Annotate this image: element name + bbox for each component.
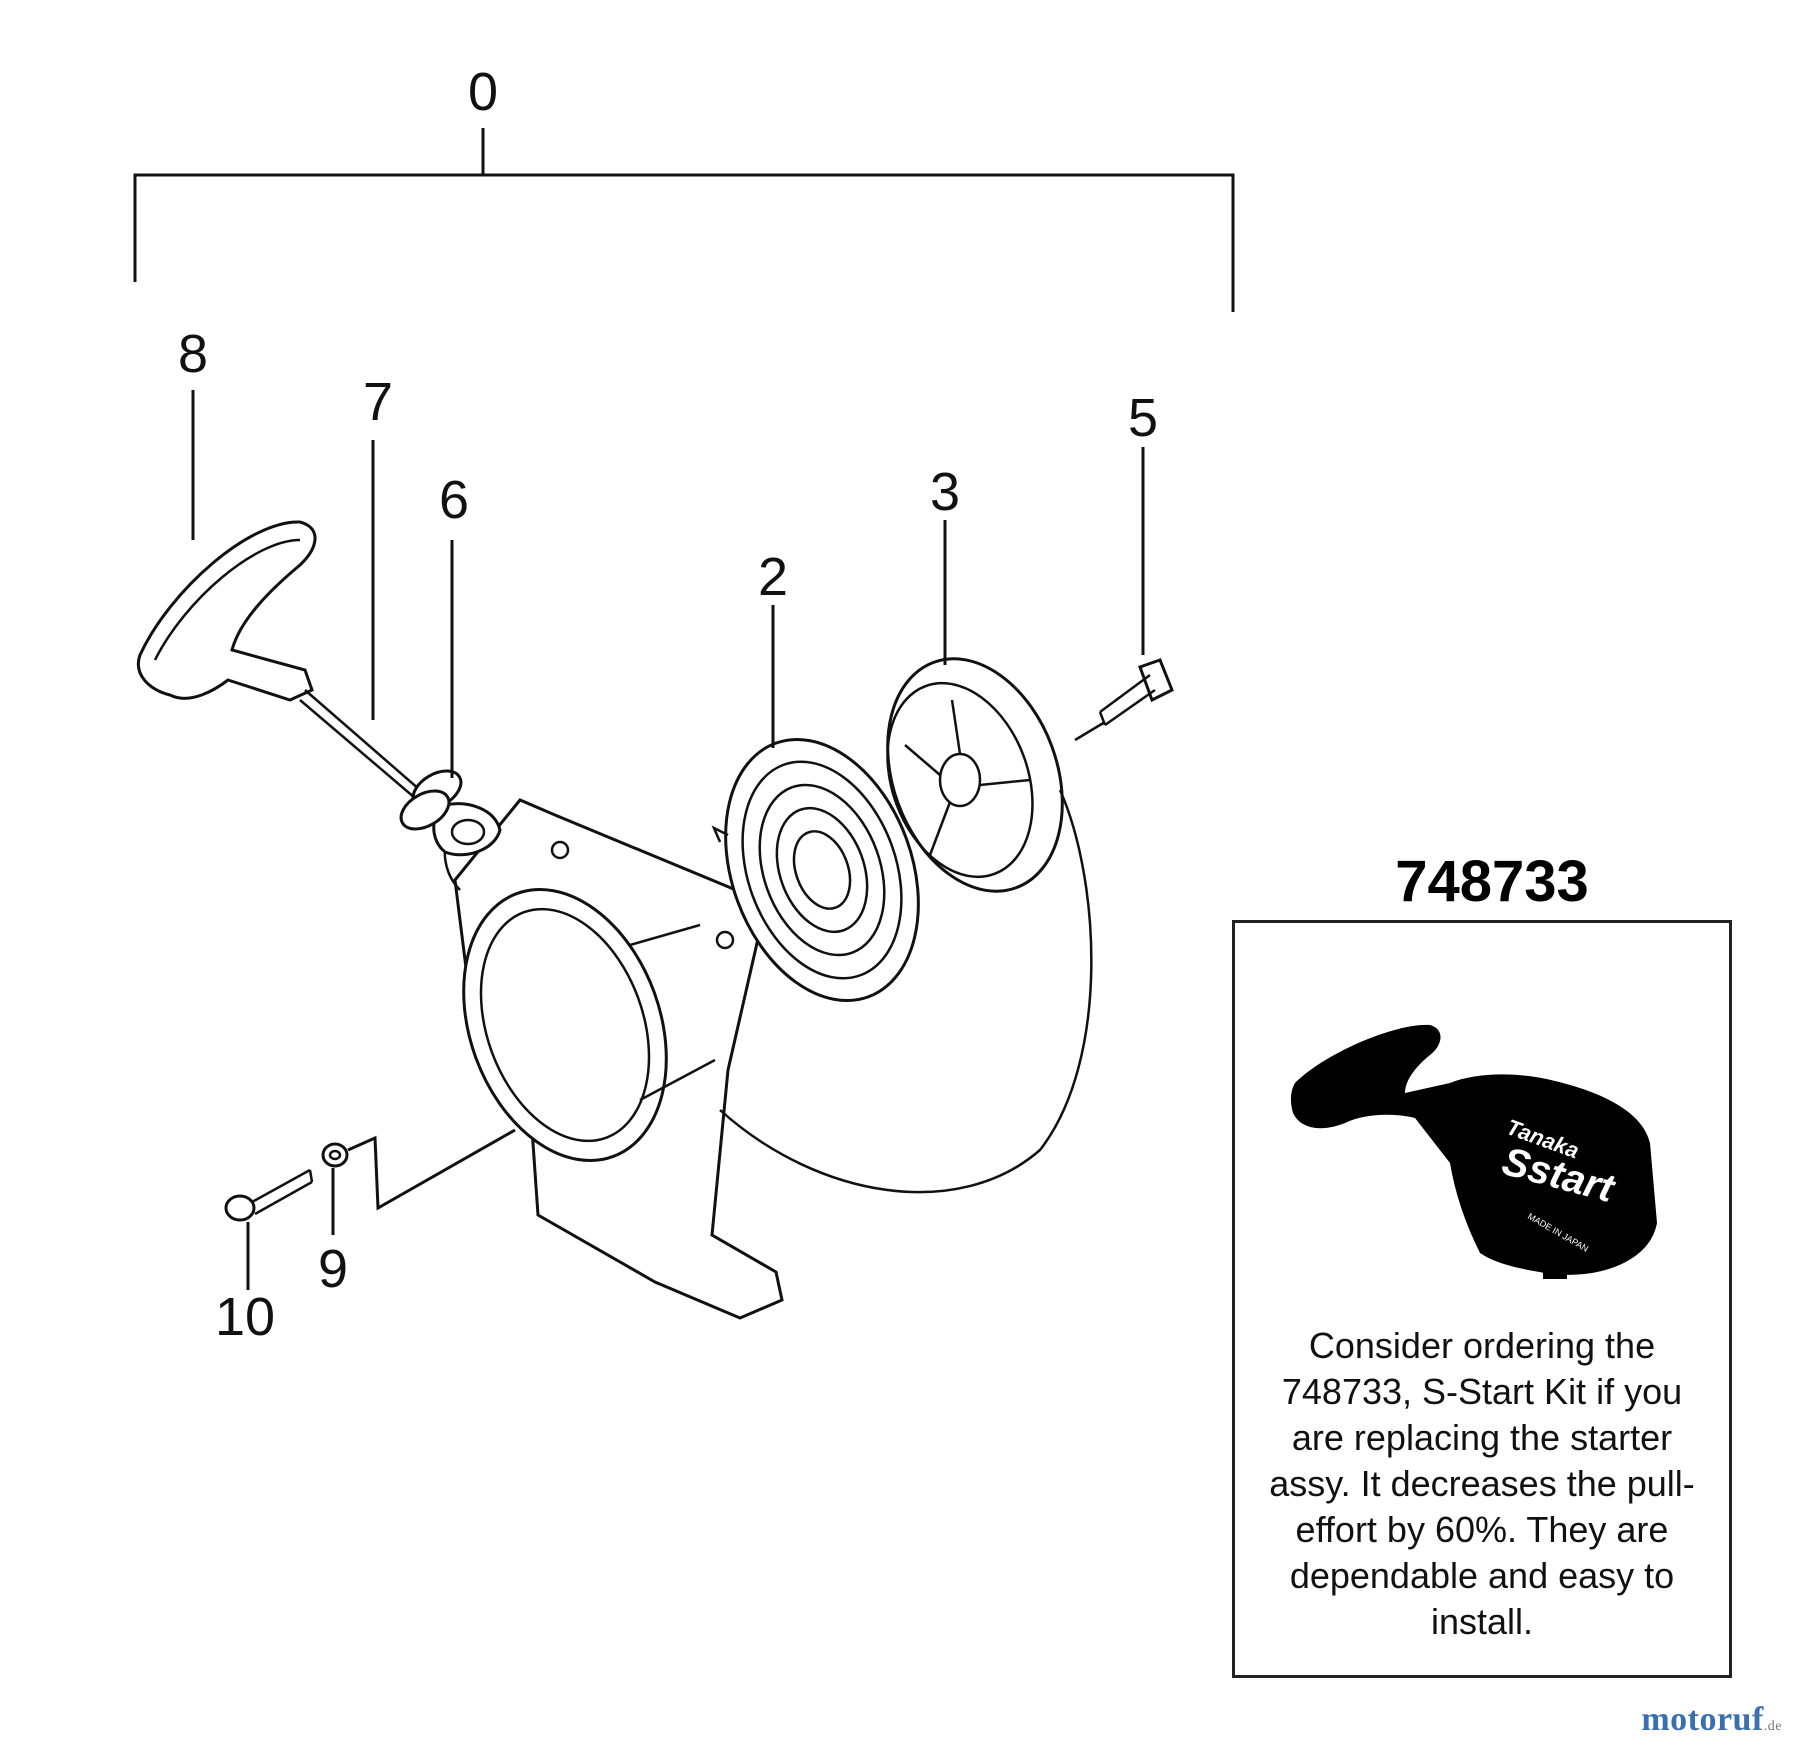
watermark-suffix: .de — [1763, 1719, 1782, 1734]
callout-7: 7 — [363, 372, 393, 432]
kit-info-box: Tanaka Sstart MADE IN JAPAN Consider ord… — [1232, 920, 1732, 1678]
s-start-kit-photo: Tanaka Sstart MADE IN JAPAN — [1290, 1024, 1657, 1279]
callout-0: 0 — [468, 62, 498, 122]
callout-6: 6 — [439, 470, 469, 530]
kit-description: Consider ordering the 748733, S-Start Ki… — [1269, 1325, 1695, 1642]
recoil-spring — [711, 737, 920, 1003]
watermark-name: motoruf — [1641, 1701, 1764, 1738]
assembly-break-line — [347, 1128, 516, 1211]
assembly-bracket — [133, 173, 1235, 312]
kit-part-number: 748733 — [1395, 849, 1589, 914]
callout-3: 3 — [930, 462, 960, 522]
mounting-screw — [224, 1168, 314, 1222]
callout-5: 5 — [1128, 388, 1158, 448]
starter-housing — [432, 798, 784, 1320]
watermark: motoruf.de — [1641, 1701, 1782, 1739]
starter-handle — [137, 520, 421, 799]
callout-10: 10 — [215, 1287, 275, 1347]
callout-8: 8 — [178, 324, 208, 384]
callout-9: 9 — [318, 1239, 348, 1299]
washer — [321, 1142, 349, 1168]
starter-reel — [719, 657, 1093, 1194]
rope-bushing — [399, 769, 463, 831]
callout-2: 2 — [758, 547, 788, 607]
reel-bolt — [1074, 658, 1174, 742]
